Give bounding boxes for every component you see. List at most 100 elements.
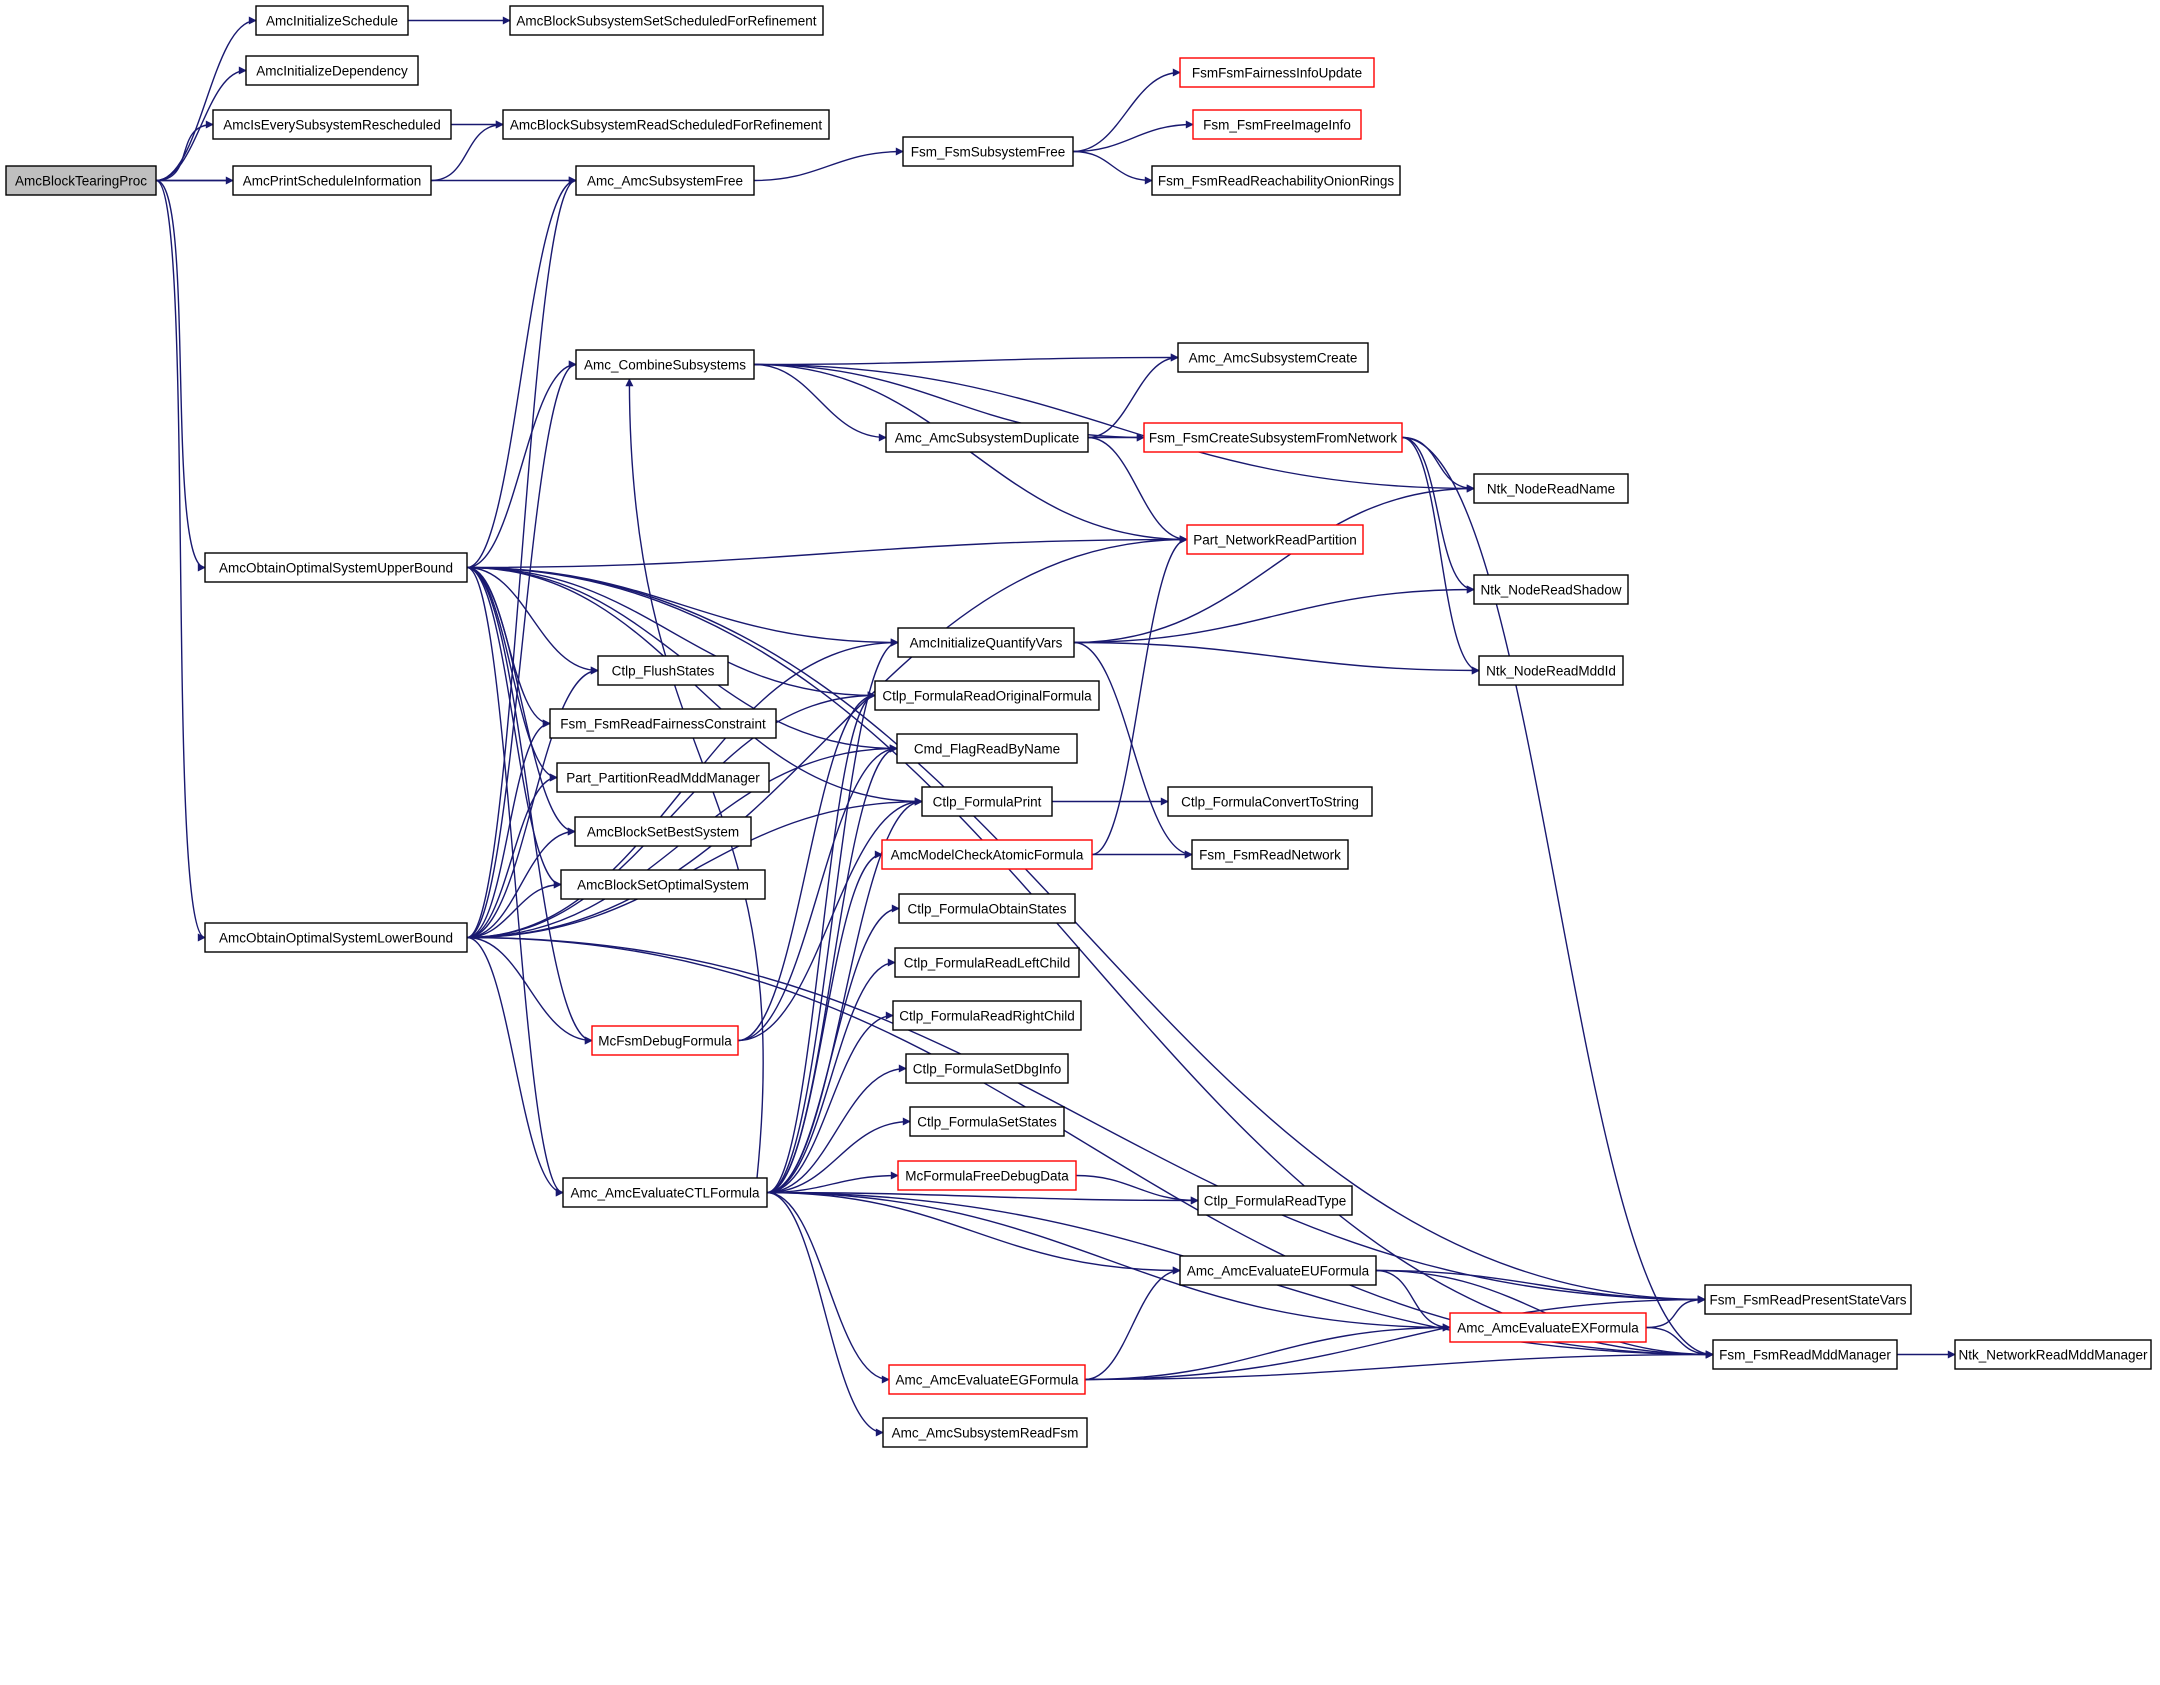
node-fsm-fsm-free-image-info[interactable]: Fsm_FsmFreeImageInfo [1192,109,1362,140]
edge-amc-obtain-optimal-system-lower-bound-to-fsm-fsm-read-mdd-manager [466,936,1714,1359]
edge-amc-amc-evaluate-ctlformula-to-ctlp-formula-read-type [766,1191,1199,1205]
edge-amc-amc-evaluate-ctlformula-to-ctlp-formula-set-states [766,1117,911,1194]
node-label-ctlp-formula-convert-to-string: Ctlp_FormulaConvertToString [1181,795,1359,810]
node-fsm-fsm-read-mdd-manager[interactable]: Fsm_FsmReadMddManager [1712,1339,1898,1370]
edges-layer [155,16,1956,1437]
edge-amc-obtain-optimal-system-upper-bound-to-mc-fsm-debug-formula [466,566,593,1045]
node-mc-fsm-debug-formula[interactable]: McFsmDebugFormula [591,1025,739,1056]
node-ctlp-formula-set-states[interactable]: Ctlp_FormulaSetStates [909,1106,1065,1137]
node-ctlp-formula-obtain-states[interactable]: Ctlp_FormulaObtainStates [898,893,1076,924]
node-ntk-node-read-shadow[interactable]: Ntk_NodeReadShadow [1473,574,1629,605]
node-amc-amc-evaluate-exformula[interactable]: Amc_AmcEvaluateEXFormula [1449,1312,1647,1343]
node-box-ntk-node-read-name [1473,473,1629,504]
edge-amc-obtain-optimal-system-lower-bound-to-amc-amc-subsystem-free [466,176,577,939]
node-ntk-network-read-mdd-manager[interactable]: Ntk_NetworkReadMddManager [1954,1339,2152,1370]
node-amc-obtain-optimal-system-upper-bound[interactable]: AmcObtainOptimalSystemUpperBound [204,552,468,583]
node-fsm-fsm-read-reachability-onion-rings[interactable]: Fsm_FsmReadReachabilityOnionRings [1151,165,1401,196]
edge-amc-amc-evaluate-ctlformula-to-amc-model-check-atomic-formula [766,850,883,1194]
edge-amc-initialize-quantify-vars-to-ntk-node-read-mdd-id [1073,641,1480,675]
edge-amc-amc-evaluate-ctlformula-to-ctlp-formula-set-dbg-info [766,1064,907,1194]
edge-amc-initialize-quantify-vars-to-fsm-fsm-read-network [1073,641,1193,859]
node-ctlp-formula-read-left-child[interactable]: Ctlp_FormulaReadLeftChild [894,947,1080,978]
node-amc-block-subsystem-read-scheduled-for-refinement[interactable]: AmcBlockSubsystemReadScheduledForRefinem… [502,109,830,140]
edge-amc-obtain-optimal-system-lower-bound-to-fsm-fsm-read-present-state-vars [466,936,1706,1304]
node-box-amc-combine-subsystems [575,349,755,380]
node-label-ntk-node-read-shadow: Ntk_NodeReadShadow [1480,583,1621,598]
node-label-mc-fsm-debug-formula: McFsmDebugFormula [598,1034,732,1049]
node-amc-obtain-optimal-system-lower-bound[interactable]: AmcObtainOptimalSystemLowerBound [204,922,468,953]
node-amc-combine-subsystems[interactable]: Amc_CombineSubsystems [575,349,755,380]
node-fsm-fsm-fairness-info-update[interactable]: FsmFsmFairnessInfoUpdate [1179,57,1375,88]
edge-amc-block-tearing-proc-to-amc-is-every-subsystem-rescheduled [155,120,214,182]
node-mc-formula-free-debug-data[interactable]: McFormulaFreeDebugData [897,1160,1077,1191]
node-amc-initialize-schedule[interactable]: AmcInitializeSchedule [255,5,409,36]
node-ctlp-formula-set-dbg-info[interactable]: Ctlp_FormulaSetDbgInfo [905,1053,1069,1084]
node-part-network-read-partition[interactable]: Part_NetworkReadPartition [1186,524,1364,555]
node-ntk-node-read-mdd-id[interactable]: Ntk_NodeReadMddId [1478,655,1624,686]
node-label-amc-block-set-best-system: AmcBlockSetBestSystem [587,825,739,840]
nodes-layer: AmcBlockTearingProc AmcInitializeSchedule… [5,5,2152,1448]
node-cmd-flag-read-by-name[interactable]: Cmd_FlagReadByName [896,733,1078,764]
node-label-amc-block-set-optimal-system: AmcBlockSetOptimalSystem [577,878,749,893]
node-fsm-fsm-read-network[interactable]: Fsm_FsmReadNetwork [1191,839,1349,870]
node-label-ctlp-flush-states: Ctlp_FlushStates [612,664,715,679]
node-box-amc-amc-evaluate-egformula [888,1364,1086,1395]
node-box-fsm-fsm-subsystem-free [902,136,1074,167]
node-label-ntk-network-read-mdd-manager: Ntk_NetworkReadMddManager [1958,1348,2148,1363]
node-box-amc-block-subsystem-set-scheduled-for-refinement [509,5,824,36]
node-fsm-fsm-read-present-state-vars[interactable]: Fsm_FsmReadPresentStateVars [1704,1284,1912,1315]
node-ctlp-flush-states[interactable]: Ctlp_FlushStates [597,655,729,686]
node-label-cmd-flag-read-by-name: Cmd_FlagReadByName [914,742,1060,757]
edge-amc-obtain-optimal-system-upper-bound-to-amc-amc-subsystem-free [466,176,577,569]
node-amc-print-schedule-information[interactable]: AmcPrintScheduleInformation [232,165,432,196]
node-fsm-fsm-read-fairness-constraint[interactable]: Fsm_FsmReadFairnessConstraint [549,708,777,739]
node-ctlp-formula-read-original-formula[interactable]: Ctlp_FormulaReadOriginalFormula [874,680,1100,711]
edge-amc-amc-evaluate-ctlformula-to-amc-amc-evaluate-euformula [766,1191,1181,1275]
node-amc-model-check-atomic-formula[interactable]: AmcModelCheckAtomicFormula [881,839,1093,870]
node-amc-amc-subsystem-create[interactable]: Amc_AmcSubsystemCreate [1177,342,1369,373]
node-amc-block-tearing-proc[interactable]: AmcBlockTearingProc [5,165,157,196]
node-label-ntk-node-read-name: Ntk_NodeReadName [1487,482,1615,497]
edge-amc-initialize-quantify-vars-to-ntk-node-read-shadow [1073,585,1475,644]
node-box-amc-amc-subsystem-create [1177,342,1369,373]
edge-fsm-fsm-subsystem-free-to-fsm-fsm-free-image-info [1072,120,1194,153]
node-amc-amc-subsystem-read-fsm[interactable]: Amc_AmcSubsystemReadFsm [882,1417,1088,1448]
edge-amc-obtain-optimal-system-upper-bound-to-ctlp-formula-read-original-formula [466,566,876,700]
edge-amc-amc-subsystem-duplicate-to-amc-amc-subsystem-create [1087,353,1179,439]
node-fsm-fsm-create-subsystem-from-network[interactable]: Fsm_FsmCreateSubsystemFromNetwork [1143,422,1403,453]
node-box-ctlp-formula-print [921,786,1053,817]
edge-amc-obtain-optimal-system-upper-bound-to-amc-initialize-quantify-vars [466,566,899,647]
node-amc-block-set-best-system[interactable]: AmcBlockSetBestSystem [574,816,752,847]
node-ctlp-formula-convert-to-string[interactable]: Ctlp_FormulaConvertToString [1167,786,1373,817]
edge-mc-formula-free-debug-data-to-ctlp-formula-read-type [1075,1174,1199,1205]
edge-mc-fsm-debug-formula-to-ctlp-formula-print [737,797,923,1042]
node-part-partition-read-mdd-manager[interactable]: Part_PartitionReadMddManager [556,762,770,793]
node-amc-amc-subsystem-duplicate[interactable]: Amc_AmcSubsystemDuplicate [885,422,1089,453]
node-amc-is-every-subsystem-rescheduled[interactable]: AmcIsEverySubsystemRescheduled [212,109,452,140]
node-ctlp-formula-read-right-child[interactable]: Ctlp_FormulaReadRightChild [892,1000,1082,1031]
node-amc-initialize-quantify-vars[interactable]: AmcInitializeQuantifyVars [897,627,1075,658]
node-box-ctlp-formula-set-dbg-info [905,1053,1069,1084]
node-ntk-node-read-name[interactable]: Ntk_NodeReadName [1473,473,1629,504]
node-amc-block-set-optimal-system[interactable]: AmcBlockSetOptimalSystem [560,869,766,900]
edge-amc-amc-subsystem-duplicate-to-part-network-read-partition [1087,436,1188,544]
edge-amc-obtain-optimal-system-upper-bound-to-amc-amc-evaluate-ctlformula [466,566,564,1197]
node-amc-initialize-dependency[interactable]: AmcInitializeDependency [245,55,419,86]
node-label-ctlp-formula-set-states: Ctlp_FormulaSetStates [917,1115,1057,1130]
node-fsm-fsm-subsystem-free[interactable]: Fsm_FsmSubsystemFree [902,136,1074,167]
node-label-fsm-fsm-subsystem-free: Fsm_FsmSubsystemFree [911,145,1066,160]
node-amc-block-subsystem-set-scheduled-for-refinement[interactable]: AmcBlockSubsystemSetScheduledForRefineme… [509,5,824,36]
node-ctlp-formula-print[interactable]: Ctlp_FormulaPrint [921,786,1053,817]
node-amc-amc-evaluate-ctlformula[interactable]: Amc_AmcEvaluateCTLFormula [562,1177,768,1208]
node-amc-amc-evaluate-egformula[interactable]: Amc_AmcEvaluateEGFormula [888,1364,1086,1395]
node-label-ctlp-formula-obtain-states: Ctlp_FormulaObtainStates [907,902,1066,917]
node-box-ctlp-formula-read-left-child [894,947,1080,978]
node-amc-amc-evaluate-euformula[interactable]: Amc_AmcEvaluateEUFormula [1179,1255,1377,1286]
node-box-amc-block-set-optimal-system [560,869,766,900]
edge-amc-combine-subsystems-to-amc-amc-subsystem-create [753,353,1179,366]
node-ctlp-formula-read-type[interactable]: Ctlp_FormulaReadType [1197,1185,1353,1216]
node-box-part-partition-read-mdd-manager [556,762,770,793]
edge-amc-amc-evaluate-euformula-to-amc-amc-evaluate-exformula [1375,1269,1451,1332]
node-amc-amc-subsystem-free[interactable]: Amc_AmcSubsystemFree [575,165,755,196]
